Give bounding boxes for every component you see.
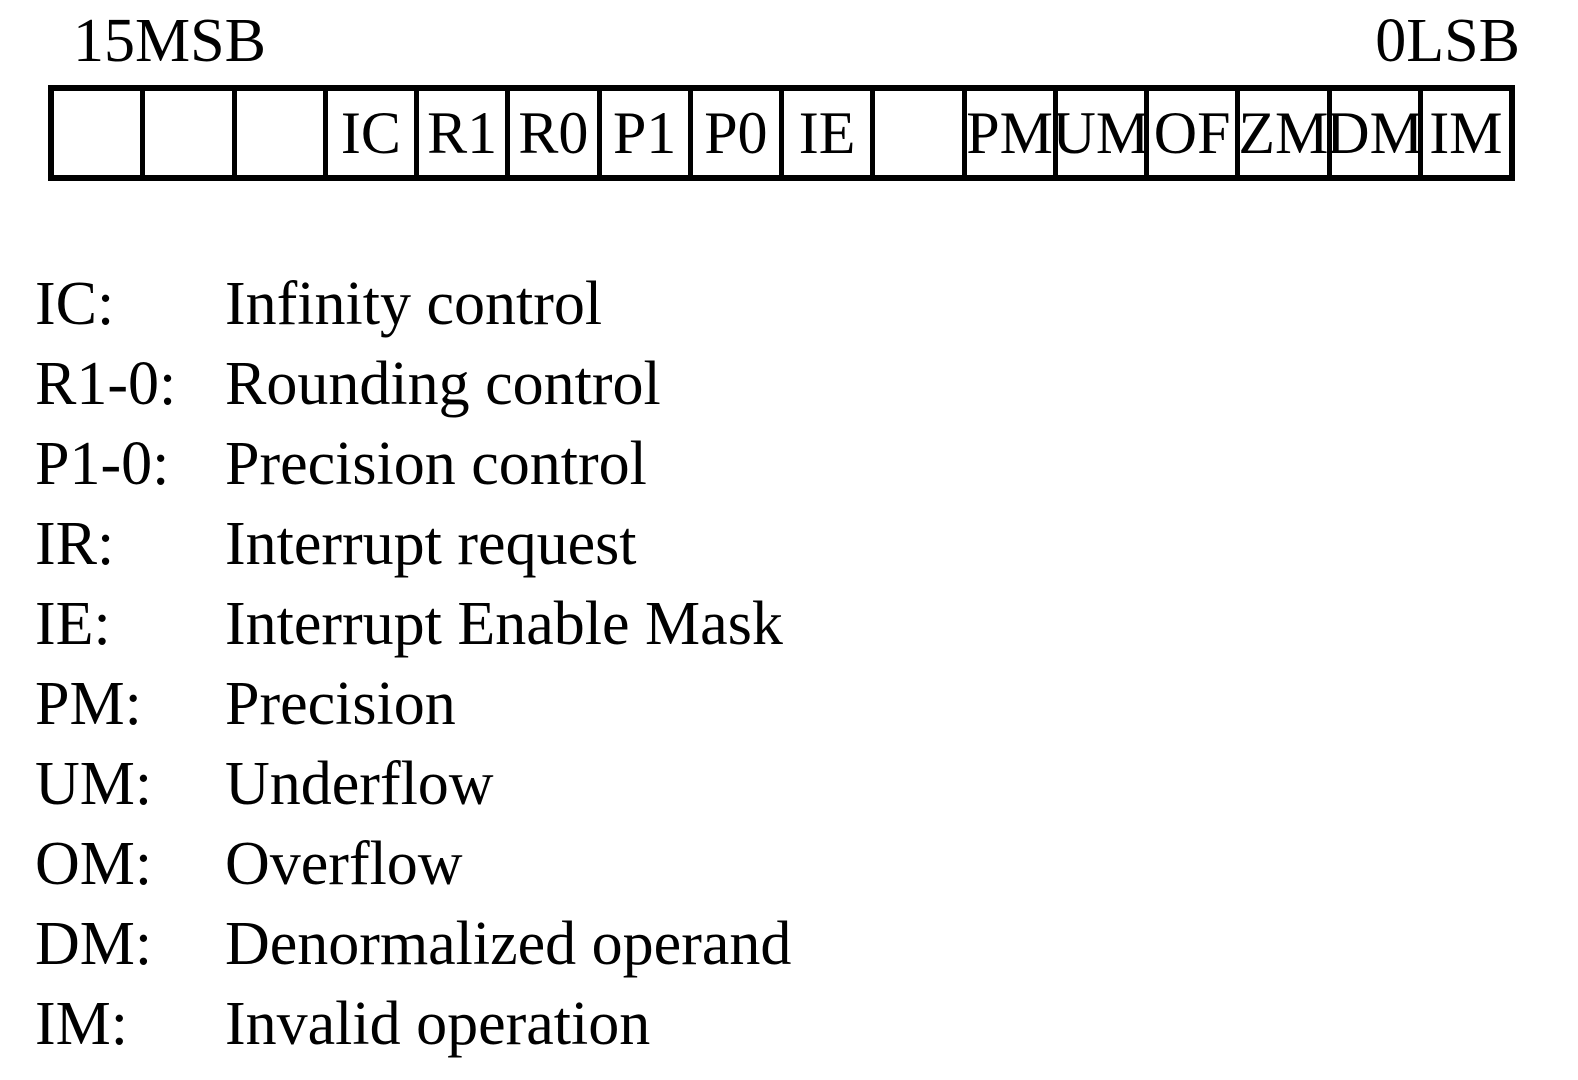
legend-abbr: IC:: [35, 270, 115, 338]
bit-cell-3: OF: [1144, 91, 1235, 175]
legend-description: Underflow: [225, 750, 494, 818]
legend-row: IC: Infinity control: [35, 264, 791, 344]
legend-row: PM: Precision: [35, 664, 791, 744]
legend-abbr: P1-0:: [35, 430, 170, 498]
legend-description: Interrupt Enable Mask: [225, 590, 783, 658]
legend-description: Invalid operation: [225, 990, 651, 1058]
legend-row: IR: Interrupt request: [35, 504, 791, 584]
bit-cell-13: [231, 91, 323, 175]
bit-cell-2: ZM: [1235, 91, 1328, 175]
legend-row: IE: Interrupt Enable Mask: [35, 584, 791, 664]
legend-description: Precision: [225, 670, 456, 738]
legend-description: Precision control: [225, 430, 647, 498]
legend-description: Overflow: [225, 830, 463, 898]
bit-cell-9: P1: [596, 91, 688, 175]
legend-row: R1-0: Rounding control: [35, 344, 791, 424]
legend-row: P1-0: Precision control: [35, 424, 791, 504]
bit-cell-10: R0: [505, 91, 596, 175]
legend-description: Denormalized operand: [225, 910, 792, 978]
lsb-label: 0LSB: [1375, 7, 1520, 75]
bit-cell-12: IC: [322, 91, 414, 175]
legend-abbr: IM:: [35, 990, 128, 1058]
bit-cell-7: IE: [779, 91, 870, 175]
legend-description: Interrupt request: [225, 510, 637, 578]
bit-cell-15: [54, 91, 140, 175]
bit-cell-11: R1: [414, 91, 505, 175]
legend-abbr: OM:: [35, 830, 153, 898]
bit-cell-1: DM: [1326, 91, 1423, 175]
legend-abbr: DM:: [35, 910, 153, 978]
bit-cell-8: P0: [687, 91, 779, 175]
legend-abbr: R1-0:: [35, 350, 177, 418]
legend-row: DM: Denormalized operand: [35, 904, 791, 984]
legend-row: OM: Overflow: [35, 824, 791, 904]
legend-abbr: PM:: [35, 670, 142, 738]
bit-cell-4: UM: [1053, 91, 1149, 175]
legend: IC: Infinity control R1-0: Rounding cont…: [35, 264, 791, 1064]
register-bitfield-diagram: IC R1 R0 P1 P0 IE PM UM OF ZM DM IM: [48, 85, 1515, 181]
legend-abbr: IR:: [35, 510, 115, 578]
legend-row: IM: Invalid operation: [35, 984, 791, 1064]
legend-abbr: UM:: [35, 750, 153, 818]
bit-cell-6: [870, 91, 961, 175]
bit-cell-5: PM: [961, 91, 1053, 175]
legend-row: UM: Underflow: [35, 744, 791, 824]
bit-cell-14: [140, 91, 231, 175]
bit-cell-0: IM: [1417, 91, 1509, 175]
msb-label: 15MSB: [73, 7, 266, 75]
legend-description: Rounding control: [225, 350, 661, 418]
legend-description: Infinity control: [225, 270, 603, 338]
legend-abbr: IE:: [35, 590, 111, 658]
